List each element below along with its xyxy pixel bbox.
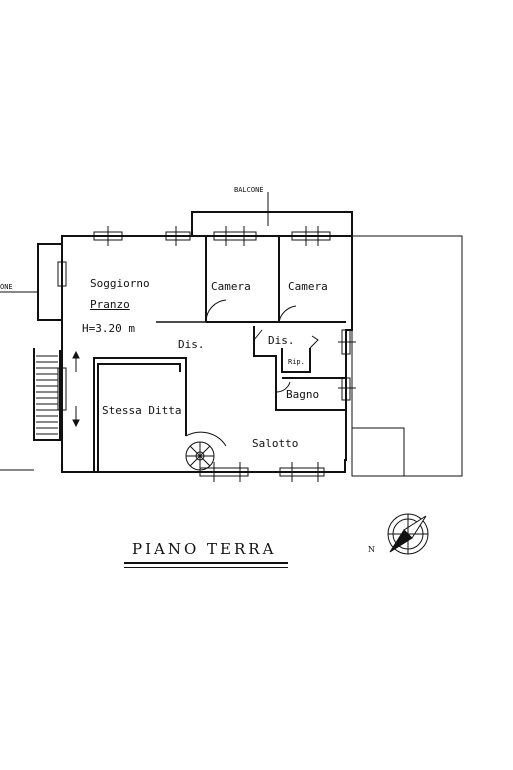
left-cut-label: ONE xyxy=(0,283,13,291)
balcony-wall xyxy=(191,211,353,236)
room-salotto: Salotto xyxy=(252,437,299,450)
room-dis-1: Dis. xyxy=(178,338,205,351)
door-camera-1 xyxy=(205,299,227,323)
window-bottom-2 xyxy=(279,462,325,482)
room-pranzo: Pranzo xyxy=(90,298,130,311)
window-top-2 xyxy=(165,226,191,246)
room-stessa-ditta: Stessa Ditta xyxy=(102,404,182,417)
window-top-4 xyxy=(291,226,331,246)
room-rip: Rip. xyxy=(288,358,305,366)
right-annex xyxy=(351,235,463,477)
room-camera-1: Camera xyxy=(211,280,251,293)
balcony-label: BALCONE xyxy=(234,186,264,194)
compass-north-label: N xyxy=(368,545,375,554)
room-camera-2: Camera xyxy=(288,280,328,293)
spiral-stair xyxy=(185,431,227,471)
wall-stessa-ditta-inner xyxy=(97,363,181,472)
window-right-1 xyxy=(338,329,356,355)
wall-stessa-ditta xyxy=(93,357,187,472)
door-camera-2 xyxy=(278,305,297,323)
compass-icon xyxy=(387,513,429,555)
window-bottom-1 xyxy=(199,462,249,482)
door-dis xyxy=(253,329,263,341)
wall-dis-box xyxy=(253,326,346,411)
door-rip xyxy=(309,335,319,349)
window-top-1 xyxy=(93,226,123,246)
room-dis-2: Dis. xyxy=(268,334,295,347)
wall-rip-box xyxy=(281,348,311,373)
left-annex-wall xyxy=(37,243,62,321)
stair-outline xyxy=(33,348,61,441)
title-underline xyxy=(124,562,288,564)
room-soggiorno: Soggiorno xyxy=(90,277,150,290)
window-top-3 xyxy=(213,226,257,246)
floor-title: PIANO TERRA xyxy=(132,540,277,558)
room-bagno: Bagno xyxy=(286,388,320,401)
door-bagno xyxy=(275,381,291,393)
window-right-2 xyxy=(338,377,356,401)
window-left xyxy=(57,261,67,287)
title-underline-thin xyxy=(124,567,288,568)
room-height: H=3.20 m xyxy=(82,322,135,335)
